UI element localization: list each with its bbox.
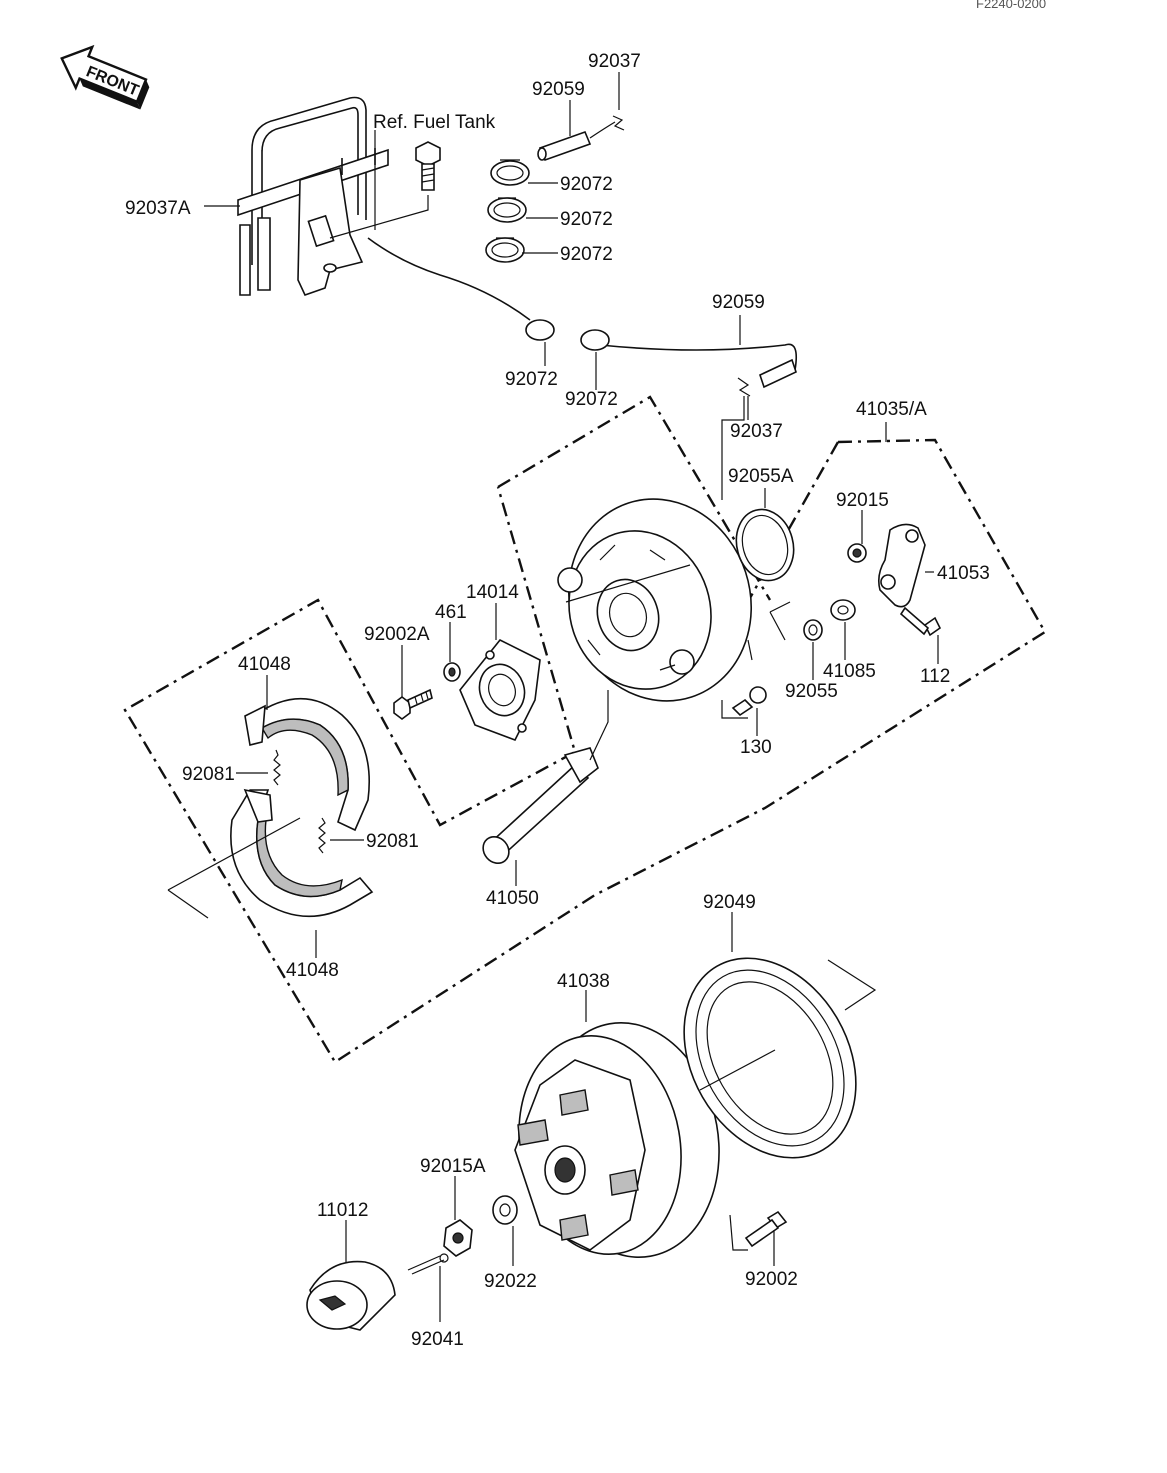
callout-label: 92037 xyxy=(730,421,783,442)
callout-label: 41038 xyxy=(557,971,610,992)
callout-label: 92055A xyxy=(728,466,794,487)
callout-label: 92059 xyxy=(532,79,585,100)
brake-drum-41038 xyxy=(514,1021,720,1259)
callout-label: 92055 xyxy=(785,681,838,702)
brake-shoe-41048-lower xyxy=(230,788,374,918)
doc-code-stamp: F2240-0200 xyxy=(976,0,1046,11)
nut-461 xyxy=(443,662,461,682)
callout-label: 11012 xyxy=(317,1200,368,1221)
backplate-group-box xyxy=(497,395,772,601)
callout-label: 41035/A xyxy=(856,399,927,420)
washer-92022 xyxy=(492,1195,518,1225)
callout-label: 92072 xyxy=(560,244,613,265)
callout-label: 92037 xyxy=(588,51,641,72)
spring-92081-left xyxy=(273,749,281,786)
cam-lever-41053 xyxy=(769,523,942,641)
callout-label: 92072 xyxy=(560,209,613,230)
callout-label: 92002 xyxy=(745,1269,798,1290)
o-ring-92055A xyxy=(735,508,795,582)
callout-label: 130 xyxy=(740,737,772,758)
callout-label: 92002A xyxy=(364,624,430,645)
callout-label: 41053 xyxy=(937,563,990,584)
callout-label: 461 xyxy=(435,602,467,623)
callout-label: 92059 xyxy=(712,292,765,313)
lever-group-box xyxy=(123,438,1047,1064)
callout-label: 92037A xyxy=(125,198,191,219)
callout-label: 92072 xyxy=(560,174,613,195)
callout-label: 14014 xyxy=(466,582,519,603)
castle-nut-92015A xyxy=(443,1219,473,1257)
cam-seal-plate-14014 xyxy=(459,638,541,742)
front-arrow-badge: FRONT xyxy=(60,44,150,110)
callout-label: 92072 xyxy=(565,389,618,410)
bolt-92002 xyxy=(729,1210,788,1251)
callout-label: 92041 xyxy=(411,1329,464,1350)
callout-label: 41048 xyxy=(286,960,339,981)
bolt-92002A xyxy=(393,688,433,720)
spring-92081-right xyxy=(318,817,326,854)
callout-label: 41085 xyxy=(823,661,876,682)
callout-label: 92015A xyxy=(420,1156,486,1177)
callout-label: 41048 xyxy=(238,654,291,675)
callout-label: 92081 xyxy=(366,831,419,852)
callout-label: 41050 xyxy=(486,888,539,909)
ref-fuel-tank-note: Ref. Fuel Tank xyxy=(373,112,496,133)
fuel-tank-bolt xyxy=(329,141,441,239)
callout-label: 92022 xyxy=(484,1271,537,1292)
brake-shoe-41048-upper xyxy=(244,697,370,832)
vent-hose-92059-top xyxy=(537,115,625,162)
callout-label: 92049 xyxy=(703,892,756,913)
callout-labels: 92037 92059 92037A 92072 92072 92072 920… xyxy=(125,51,990,1350)
callout-label: 92015 xyxy=(836,490,889,511)
leader-lines xyxy=(204,72,939,1322)
callout-label: 92072 xyxy=(505,369,558,390)
shoe-leader-line xyxy=(167,817,301,919)
drum-seal-92049 xyxy=(683,957,877,1159)
callout-label: 92081 xyxy=(182,764,235,785)
vent-hose-92059-long xyxy=(367,237,798,500)
cotter-pin-92041 xyxy=(407,1253,449,1275)
brake-panel-41035 xyxy=(557,498,767,719)
brake-camshaft-41050 xyxy=(482,690,609,865)
callout-label: 112 xyxy=(920,666,950,687)
fuel-tank-bracket xyxy=(237,96,389,296)
hub-cap-11012 xyxy=(306,1260,396,1331)
hose-clamp-92072-stack xyxy=(485,159,530,263)
